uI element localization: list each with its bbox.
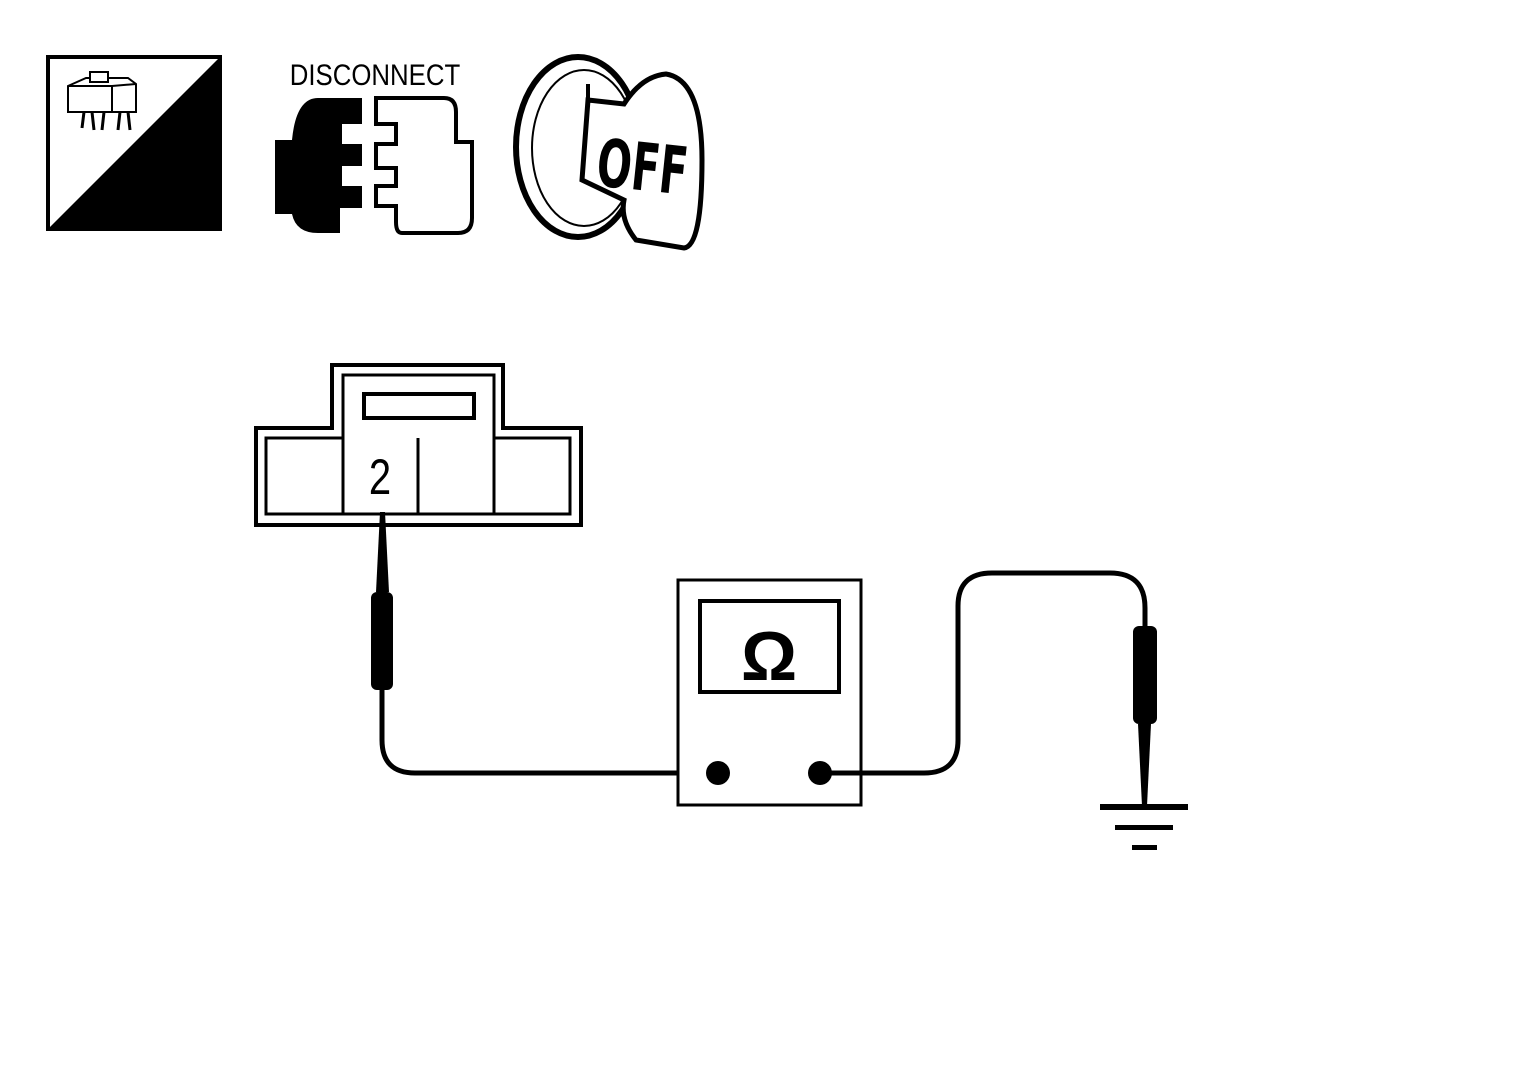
- connector-female-half: [374, 96, 474, 235]
- harness-side-icon: H.S.: [46, 55, 222, 231]
- left-test-lead: [379, 690, 718, 776]
- meter-terminal-negative: [706, 761, 730, 785]
- terminal-number: 2: [369, 449, 391, 505]
- connector-outer-shell: [254, 363, 583, 527]
- ohmmeter-display: [698, 599, 841, 694]
- mini-connector-drawing: [67, 71, 137, 131]
- ground-symbol-icon: [1100, 804, 1188, 850]
- ignition-key-off-icon: OFF: [513, 54, 705, 251]
- right-test-lead: [820, 570, 1148, 776]
- ohm-symbol: Ω: [741, 617, 797, 695]
- disconnect-label: DISCONNECT: [290, 58, 461, 91]
- harness-connector: [254, 363, 583, 527]
- harness-side-label: H.S.: [114, 165, 212, 227]
- connector-male-half: [275, 98, 362, 233]
- left-probe: [371, 512, 718, 776]
- connector-lock-tab: [362, 392, 476, 420]
- disconnect-icon: DISCONNECT: [275, 58, 474, 235]
- ignition-off-label: OFF: [593, 124, 691, 210]
- key-head: [579, 71, 705, 251]
- ohmmeter: Ω: [676, 578, 863, 807]
- right-probe: [820, 570, 1157, 806]
- connector-inner-shell: [264, 373, 572, 516]
